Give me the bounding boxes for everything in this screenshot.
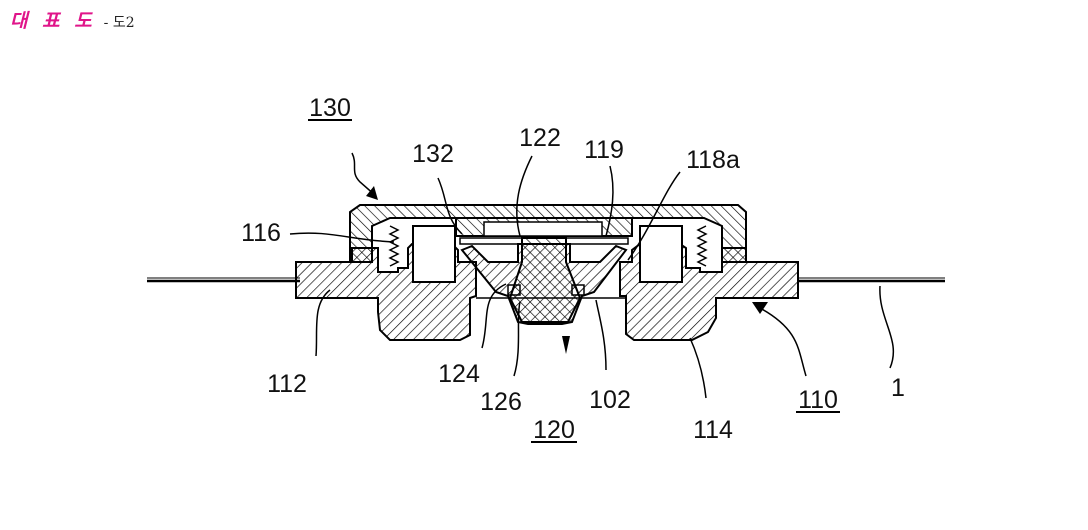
pocket-left	[413, 226, 455, 282]
label-1: 1	[891, 374, 905, 402]
seal-square-left	[508, 285, 520, 295]
label-116: 116	[241, 219, 281, 247]
label-102: 102	[589, 386, 631, 414]
arrow-110-icon	[752, 302, 768, 314]
thread-left	[390, 226, 398, 266]
label-110: 110	[798, 386, 838, 414]
label-126: 126	[480, 388, 522, 416]
label-119: 119	[584, 136, 624, 164]
arrow-120-icon	[562, 336, 570, 354]
label-112: 112	[267, 370, 307, 398]
label-114: 114	[693, 416, 733, 444]
label-130: 130	[309, 94, 351, 122]
label-120: 120	[533, 416, 575, 444]
label-122: 122	[519, 124, 561, 152]
label-124: 124	[438, 360, 480, 388]
label-132: 132	[412, 140, 454, 168]
cap-recess	[484, 222, 602, 236]
thread-right	[698, 226, 706, 266]
pocket-right	[640, 226, 682, 282]
label-118a: 118a	[686, 146, 740, 174]
seal-square-right	[572, 285, 584, 295]
